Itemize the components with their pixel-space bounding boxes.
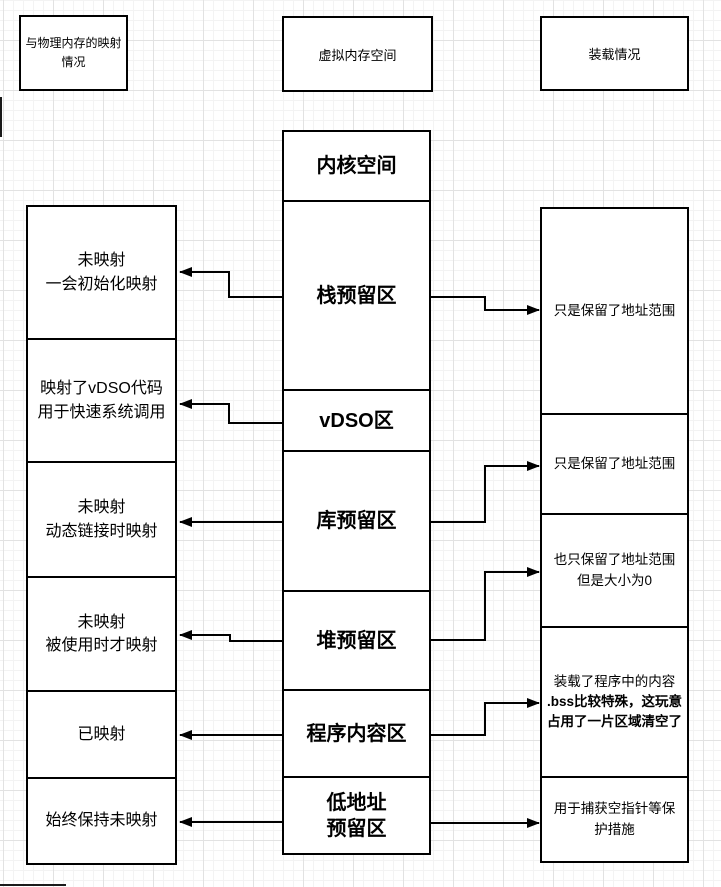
region-low-address-reserved-label: 低地址 预留区 xyxy=(326,791,387,840)
region-kernel-space-label: 内核空间 xyxy=(316,155,397,177)
region-heap-reserved-label: 堆预留区 xyxy=(316,629,397,652)
arrow-heap-to-loading-note xyxy=(431,567,540,641)
header-physical-mapping: 与物理内存的映射情况 xyxy=(19,15,128,91)
header-loading-label: 装载情况 xyxy=(588,47,641,62)
arrow-lib-to-loading-note xyxy=(431,461,540,523)
arrow-heap-to-mapping-note xyxy=(179,630,282,642)
mapping-note-stack: 未映射 一会初始化映射 xyxy=(26,205,177,340)
region-program-content-label: 程序内容区 xyxy=(306,722,407,745)
loading-note-heap: 也只保留了地址范围 但是大小为0 xyxy=(540,513,689,628)
header-loading: 装载情况 xyxy=(540,16,689,91)
region-stack-reserved-label: 栈预留区 xyxy=(316,284,397,307)
mapping-note-program: 已映射 xyxy=(26,690,177,779)
arrow-program-to-loading-note xyxy=(431,698,540,736)
arrow-vdso-to-mapping-note xyxy=(179,399,282,424)
loading-notes-column: 只是保留了地址范围 只是保留了地址范围 也只保留了地址范围 但是大小为0 装载了… xyxy=(540,207,689,863)
region-stack-reserved: 栈预留区 xyxy=(282,200,431,391)
loading-note-program-text: 装载了程序中的内容 xyxy=(553,673,676,689)
mapping-note-heap-text: 未映射 被使用时才映射 xyxy=(45,613,158,654)
arrow-stack-to-mapping-note xyxy=(179,267,282,298)
loading-note-program-bss-text: .bss比较特殊，这玩意占用了一片区域清空了 xyxy=(546,693,682,730)
header-physical-mapping-label: 与物理内存的映射情况 xyxy=(25,36,122,69)
mapping-note-vdso: 映射了vDSO代码 用于快速系统调用 xyxy=(26,338,177,463)
loading-note-stack-text: 只是保留了地址范围 xyxy=(553,302,676,318)
region-kernel-space: 内核空间 xyxy=(282,130,431,202)
region-program-content: 程序内容区 xyxy=(282,689,431,778)
region-vdso-label: vDSO区 xyxy=(319,409,394,432)
mapping-notes-column: 未映射 一会初始化映射 映射了vDSO代码 用于快速系统调用 未映射 动态链接时… xyxy=(26,205,177,865)
loading-note-stack: 只是保留了地址范围 xyxy=(540,207,689,415)
region-vdso: vDSO区 xyxy=(282,389,431,452)
header-virtual-memory-label: 虚拟内存空间 xyxy=(318,47,397,63)
loading-note-heap-text: 也只保留了地址范围 但是大小为0 xyxy=(553,552,676,588)
region-heap-reserved: 堆预留区 xyxy=(282,590,431,691)
loading-note-program: 装载了程序中的内容 .bss比较特殊，这玩意占用了一片区域清空了 xyxy=(540,626,689,778)
mapping-note-lib-text: 未映射 动态链接时映射 xyxy=(45,499,158,540)
mapping-note-program-text: 已映射 xyxy=(77,725,126,743)
loading-note-low-address-text: 用于捕获空指针等保 护措施 xyxy=(553,801,676,837)
mapping-note-low-address: 始终保持未映射 xyxy=(26,777,177,865)
virtual-memory-column: 内核空间 栈预留区 vDSO区 库预留区 堆预留区 程序内容区 低地址 预留区 xyxy=(282,130,431,855)
region-lib-reserved-label: 库预留区 xyxy=(316,510,397,532)
page-edge-mark-left xyxy=(0,97,2,137)
header-virtual-memory: 虚拟内存空间 xyxy=(282,16,433,92)
mapping-note-low-address-text: 始终保持未映射 xyxy=(45,812,158,830)
region-low-address-reserved: 低地址 预留区 xyxy=(282,776,431,855)
loading-note-lib-text: 只是保留了地址范围 xyxy=(553,455,676,471)
page-edge-mark-bottom xyxy=(0,884,66,886)
mapping-note-lib: 未映射 动态链接时映射 xyxy=(26,461,177,578)
mapping-note-vdso-text: 映射了vDSO代码 用于快速系统调用 xyxy=(37,380,166,421)
mapping-note-stack-text: 未映射 一会初始化映射 xyxy=(45,252,158,293)
loading-note-low-address: 用于捕获空指针等保 护措施 xyxy=(540,776,689,863)
mapping-note-heap: 未映射 被使用时才映射 xyxy=(26,576,177,692)
loading-note-lib: 只是保留了地址范围 xyxy=(540,413,689,515)
region-lib-reserved: 库预留区 xyxy=(282,450,431,592)
arrow-stack-to-loading-note xyxy=(431,296,540,315)
